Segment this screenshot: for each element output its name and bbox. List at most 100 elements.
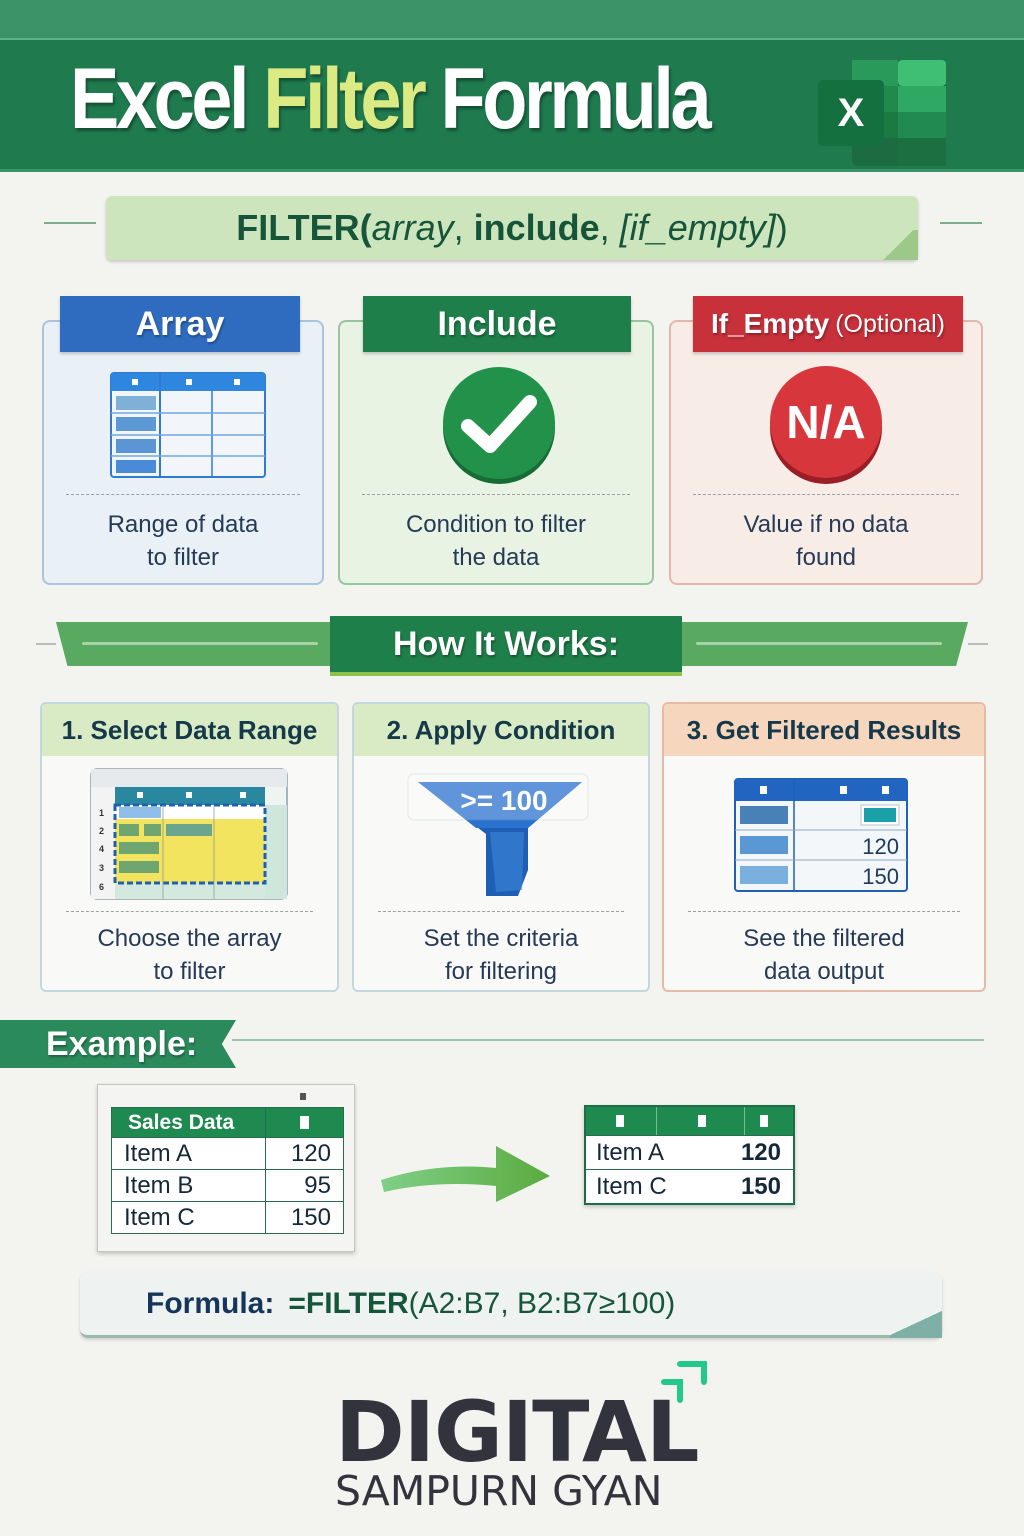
- syntax-ribbon: FILTER(array, include, [if_empty]): [106, 196, 918, 260]
- how-it-works-heading: How It Works:: [330, 616, 682, 676]
- param-card-include: Condition to filter the data: [338, 320, 654, 585]
- param-card-array: Range of data to filter: [42, 320, 324, 585]
- desc-line: Set the criteria: [423, 925, 579, 952]
- param-tab-array: Array: [60, 296, 300, 352]
- card-divider: [362, 494, 630, 495]
- desc-line: to filter: [146, 544, 220, 571]
- desc-line: found: [795, 544, 857, 571]
- item-cell: Item B: [111, 1169, 266, 1202]
- param-subtitle: (Optional): [835, 309, 945, 338]
- svg-text:6: 6: [99, 882, 104, 892]
- section-title: Example:: [46, 1024, 198, 1063]
- table-header-row: Sales Data: [111, 1107, 344, 1138]
- growth-arrow-icon: [661, 1361, 707, 1403]
- table-row: Item A 120: [111, 1137, 344, 1170]
- section-title: How It Works:: [392, 624, 620, 663]
- svg-text:N/A: N/A: [786, 396, 865, 448]
- formula-label: Formula:: [146, 1286, 275, 1320]
- syntax-right-rule: [940, 222, 982, 224]
- desc-line: Choose the array: [97, 925, 282, 952]
- param-card-if-empty: N/A Value if no data found: [669, 320, 983, 585]
- step-header: 2. Apply Condition: [354, 704, 648, 756]
- column-marker-icon: [760, 1115, 768, 1127]
- banner-wing-right: [670, 622, 968, 666]
- desc-line: to filter: [153, 958, 226, 985]
- result-table-icon: 120 150: [734, 778, 908, 892]
- formula-function: =FILTER: [288, 1286, 409, 1320]
- param-title: Include: [437, 304, 557, 343]
- banner-rule-left: [36, 643, 56, 645]
- table-row: Item C 150: [586, 1169, 793, 1203]
- funnel-filter-icon: >= 100: [407, 773, 589, 896]
- title-word-formula: Formula: [440, 51, 712, 147]
- card-divider: [693, 494, 959, 495]
- desc-line: for filtering: [444, 958, 558, 985]
- page-fold-decoration: [890, 1308, 942, 1338]
- card-divider: [378, 911, 624, 912]
- value-cell: 150: [740, 1172, 781, 1200]
- syntax-arg-include: include: [473, 207, 600, 248]
- table-header-cell: [265, 1107, 344, 1138]
- example-heading: Example:: [0, 1020, 236, 1068]
- title-word-excel: Excel: [70, 51, 250, 147]
- param-description: Range of data to filter: [44, 508, 322, 574]
- page-title: Excel Filter Formula: [70, 50, 712, 149]
- param-title: If_Empty: [710, 308, 830, 339]
- card-divider: [66, 911, 313, 912]
- svg-text:150: 150: [862, 864, 899, 889]
- param-tab-include: Include: [363, 296, 631, 352]
- formula-bar: Formula: =FILTER(A2:B7, B2:B7≥100): [80, 1272, 942, 1338]
- brand-logo-wordmark: DIGITAL: [335, 1383, 699, 1481]
- step-title: 3. Get Filtered Results: [686, 714, 962, 745]
- title-word-filter: Filter: [263, 51, 427, 147]
- svg-text:3: 3: [99, 863, 104, 873]
- desc-line: data output: [763, 958, 885, 985]
- item-cell: Item C: [111, 1201, 266, 1234]
- syntax-function-name: FILTER(: [236, 207, 372, 248]
- step-header: 3. Get Filtered Results: [664, 704, 984, 756]
- value-cell: 95: [265, 1169, 344, 1202]
- param-description: Value if no data found: [671, 508, 981, 574]
- item-cell: Item A: [596, 1138, 665, 1166]
- table-header-cell: Sales Data: [111, 1107, 266, 1138]
- syntax-separator: ,: [453, 207, 474, 248]
- desc-line: Range of data: [107, 511, 259, 538]
- value-cell: 120: [265, 1137, 344, 1170]
- step-card-apply-condition: 2. Apply Condition >= 100 Set the criter…: [352, 702, 650, 992]
- param-title: Array: [135, 304, 225, 343]
- syntax-separator: ,: [599, 207, 620, 248]
- item-cell: Item A: [111, 1137, 266, 1170]
- source-data-table: Sales Data Item A 120 Item B 95 Item C 1…: [111, 1107, 344, 1234]
- svg-text:X: X: [838, 91, 865, 135]
- column-marker-icon: [300, 1093, 306, 1100]
- na-badge-icon: N/A: [770, 366, 882, 484]
- example-rule: [232, 1039, 984, 1041]
- page-fold-decoration: [878, 230, 918, 260]
- header-top-strip: [0, 0, 1024, 40]
- banner-rule-right: [968, 643, 988, 645]
- desc-line: See the filtered: [743, 925, 905, 952]
- column-marker-icon: [300, 1115, 309, 1129]
- value-cell: 150: [265, 1201, 344, 1234]
- table-row: Item B 95: [111, 1169, 344, 1202]
- svg-text:>= 100: >= 100: [460, 785, 547, 816]
- svg-text:2: 2: [99, 826, 104, 836]
- step-title: 1. Select Data Range: [61, 714, 318, 745]
- item-cell: Item C: [596, 1172, 667, 1200]
- param-tab-if-empty: If_Empty(Optional): [693, 296, 963, 352]
- value-cell: 120: [740, 1138, 781, 1166]
- brand-tagline: SAMPURN GYAN: [335, 1467, 663, 1515]
- step-description: Set the criteria for filtering: [354, 922, 648, 988]
- svg-text:120: 120: [862, 834, 899, 859]
- svg-text:1: 1: [99, 808, 104, 818]
- step-header: 1. Select Data Range: [42, 704, 337, 756]
- source-data-sheet: Sales Data Item A 120 Item B 95 Item C 1…: [97, 1084, 355, 1252]
- filtered-result-table: Item A 120 Item C 150: [584, 1105, 795, 1205]
- banner-wing-left: [56, 622, 342, 666]
- excel-logo-icon: X: [818, 60, 946, 166]
- param-description: Condition to filter the data: [340, 508, 652, 574]
- desc-line: Value if no data: [743, 511, 909, 538]
- table-row: Item C 150: [111, 1201, 344, 1234]
- table-header-row: [586, 1107, 793, 1135]
- spreadsheet-selection-icon: 1 2 4 3 6: [90, 768, 288, 900]
